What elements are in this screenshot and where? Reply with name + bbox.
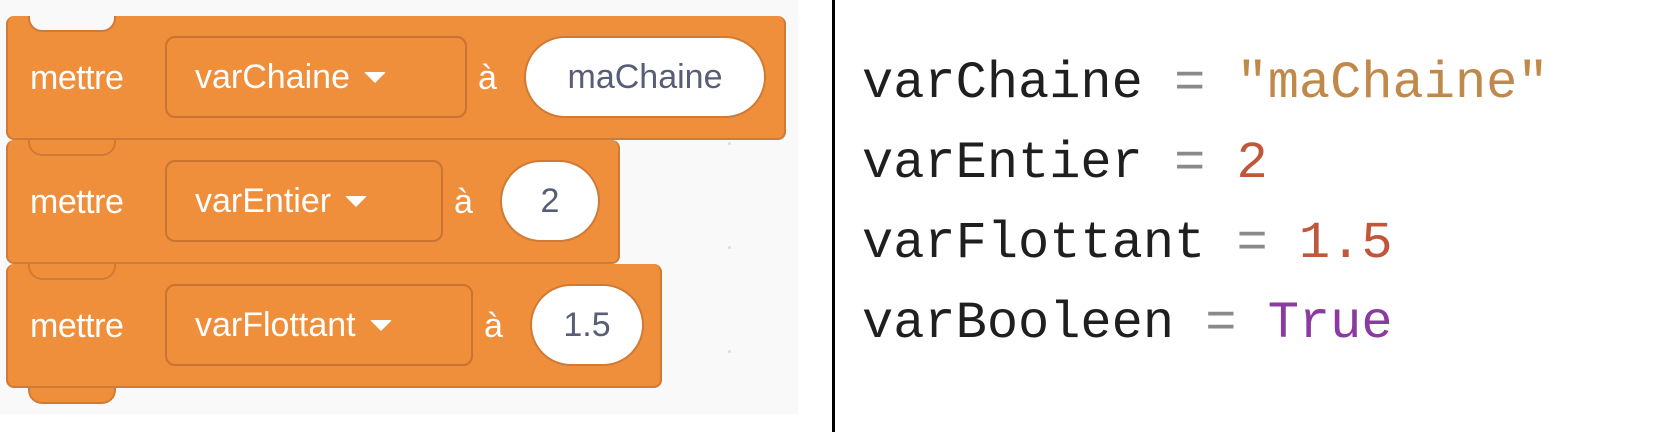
code-operator: = (1205, 294, 1237, 353)
code-operator: = (1174, 134, 1206, 193)
dropdown-arrow-icon (345, 195, 368, 207)
block-preposition: à (484, 307, 503, 345)
block-preposition: à (478, 59, 497, 97)
code-value: 1.5 (1298, 214, 1393, 273)
variable-name: varEntier (195, 181, 332, 220)
variable-dropdown[interactable]: varEntier (165, 160, 443, 242)
grid-dot (728, 246, 731, 249)
value-input[interactable]: maChaine (524, 36, 766, 118)
grid-dot (728, 350, 731, 353)
code-line: varEntier = 2 (862, 134, 1268, 194)
code-value: "maChaine" (1236, 54, 1549, 113)
value-text: maChaine (567, 57, 723, 96)
value-input[interactable]: 1.5 (530, 284, 644, 366)
block-bottom-notch (28, 140, 116, 156)
dropdown-arrow-icon (369, 319, 392, 331)
code-variable: varEntier (862, 134, 1143, 193)
code-line: varFlottant = 1.5 (862, 214, 1393, 274)
block-keyword: mettre (30, 59, 124, 97)
block-bottom-notch (28, 264, 116, 280)
code-variable: varBooleen (862, 294, 1175, 353)
block-top-notch (28, 16, 116, 32)
grid-dot (728, 142, 731, 145)
code-line: varChaine = "maChaine" (862, 54, 1549, 114)
code-value: 2 (1236, 134, 1268, 193)
code-line: varBooleen = True (862, 294, 1393, 354)
block-bottom-notch (28, 388, 116, 404)
value-input[interactable]: 2 (500, 160, 600, 242)
code-operator: = (1236, 214, 1268, 273)
dropdown-arrow-icon (363, 71, 386, 83)
block-keyword: mettre (30, 307, 124, 345)
value-text: 1.5 (563, 305, 611, 344)
block-preposition: à (454, 183, 473, 221)
block-keyword: mettre (30, 183, 124, 221)
variable-name: varFlottant (195, 305, 356, 344)
set-variable-block[interactable]: mettre varChaine à maChaine (6, 16, 786, 140)
variable-name: varChaine (195, 57, 350, 96)
value-text: 2 (540, 181, 560, 220)
divider (832, 0, 835, 432)
variable-dropdown[interactable]: varChaine (165, 36, 467, 118)
scratch-workspace: mettre varChaine à maChaine mettre varEn… (0, 0, 798, 414)
code-variable: varChaine (862, 54, 1143, 113)
code-operator: = (1174, 54, 1206, 113)
variable-dropdown[interactable]: varFlottant (165, 284, 473, 366)
set-variable-block[interactable]: mettre varEntier à 2 (6, 140, 620, 264)
set-variable-block[interactable]: mettre varFlottant à 1.5 (6, 264, 662, 388)
code-variable: varFlottant (862, 214, 1206, 273)
code-value: True (1267, 294, 1393, 353)
